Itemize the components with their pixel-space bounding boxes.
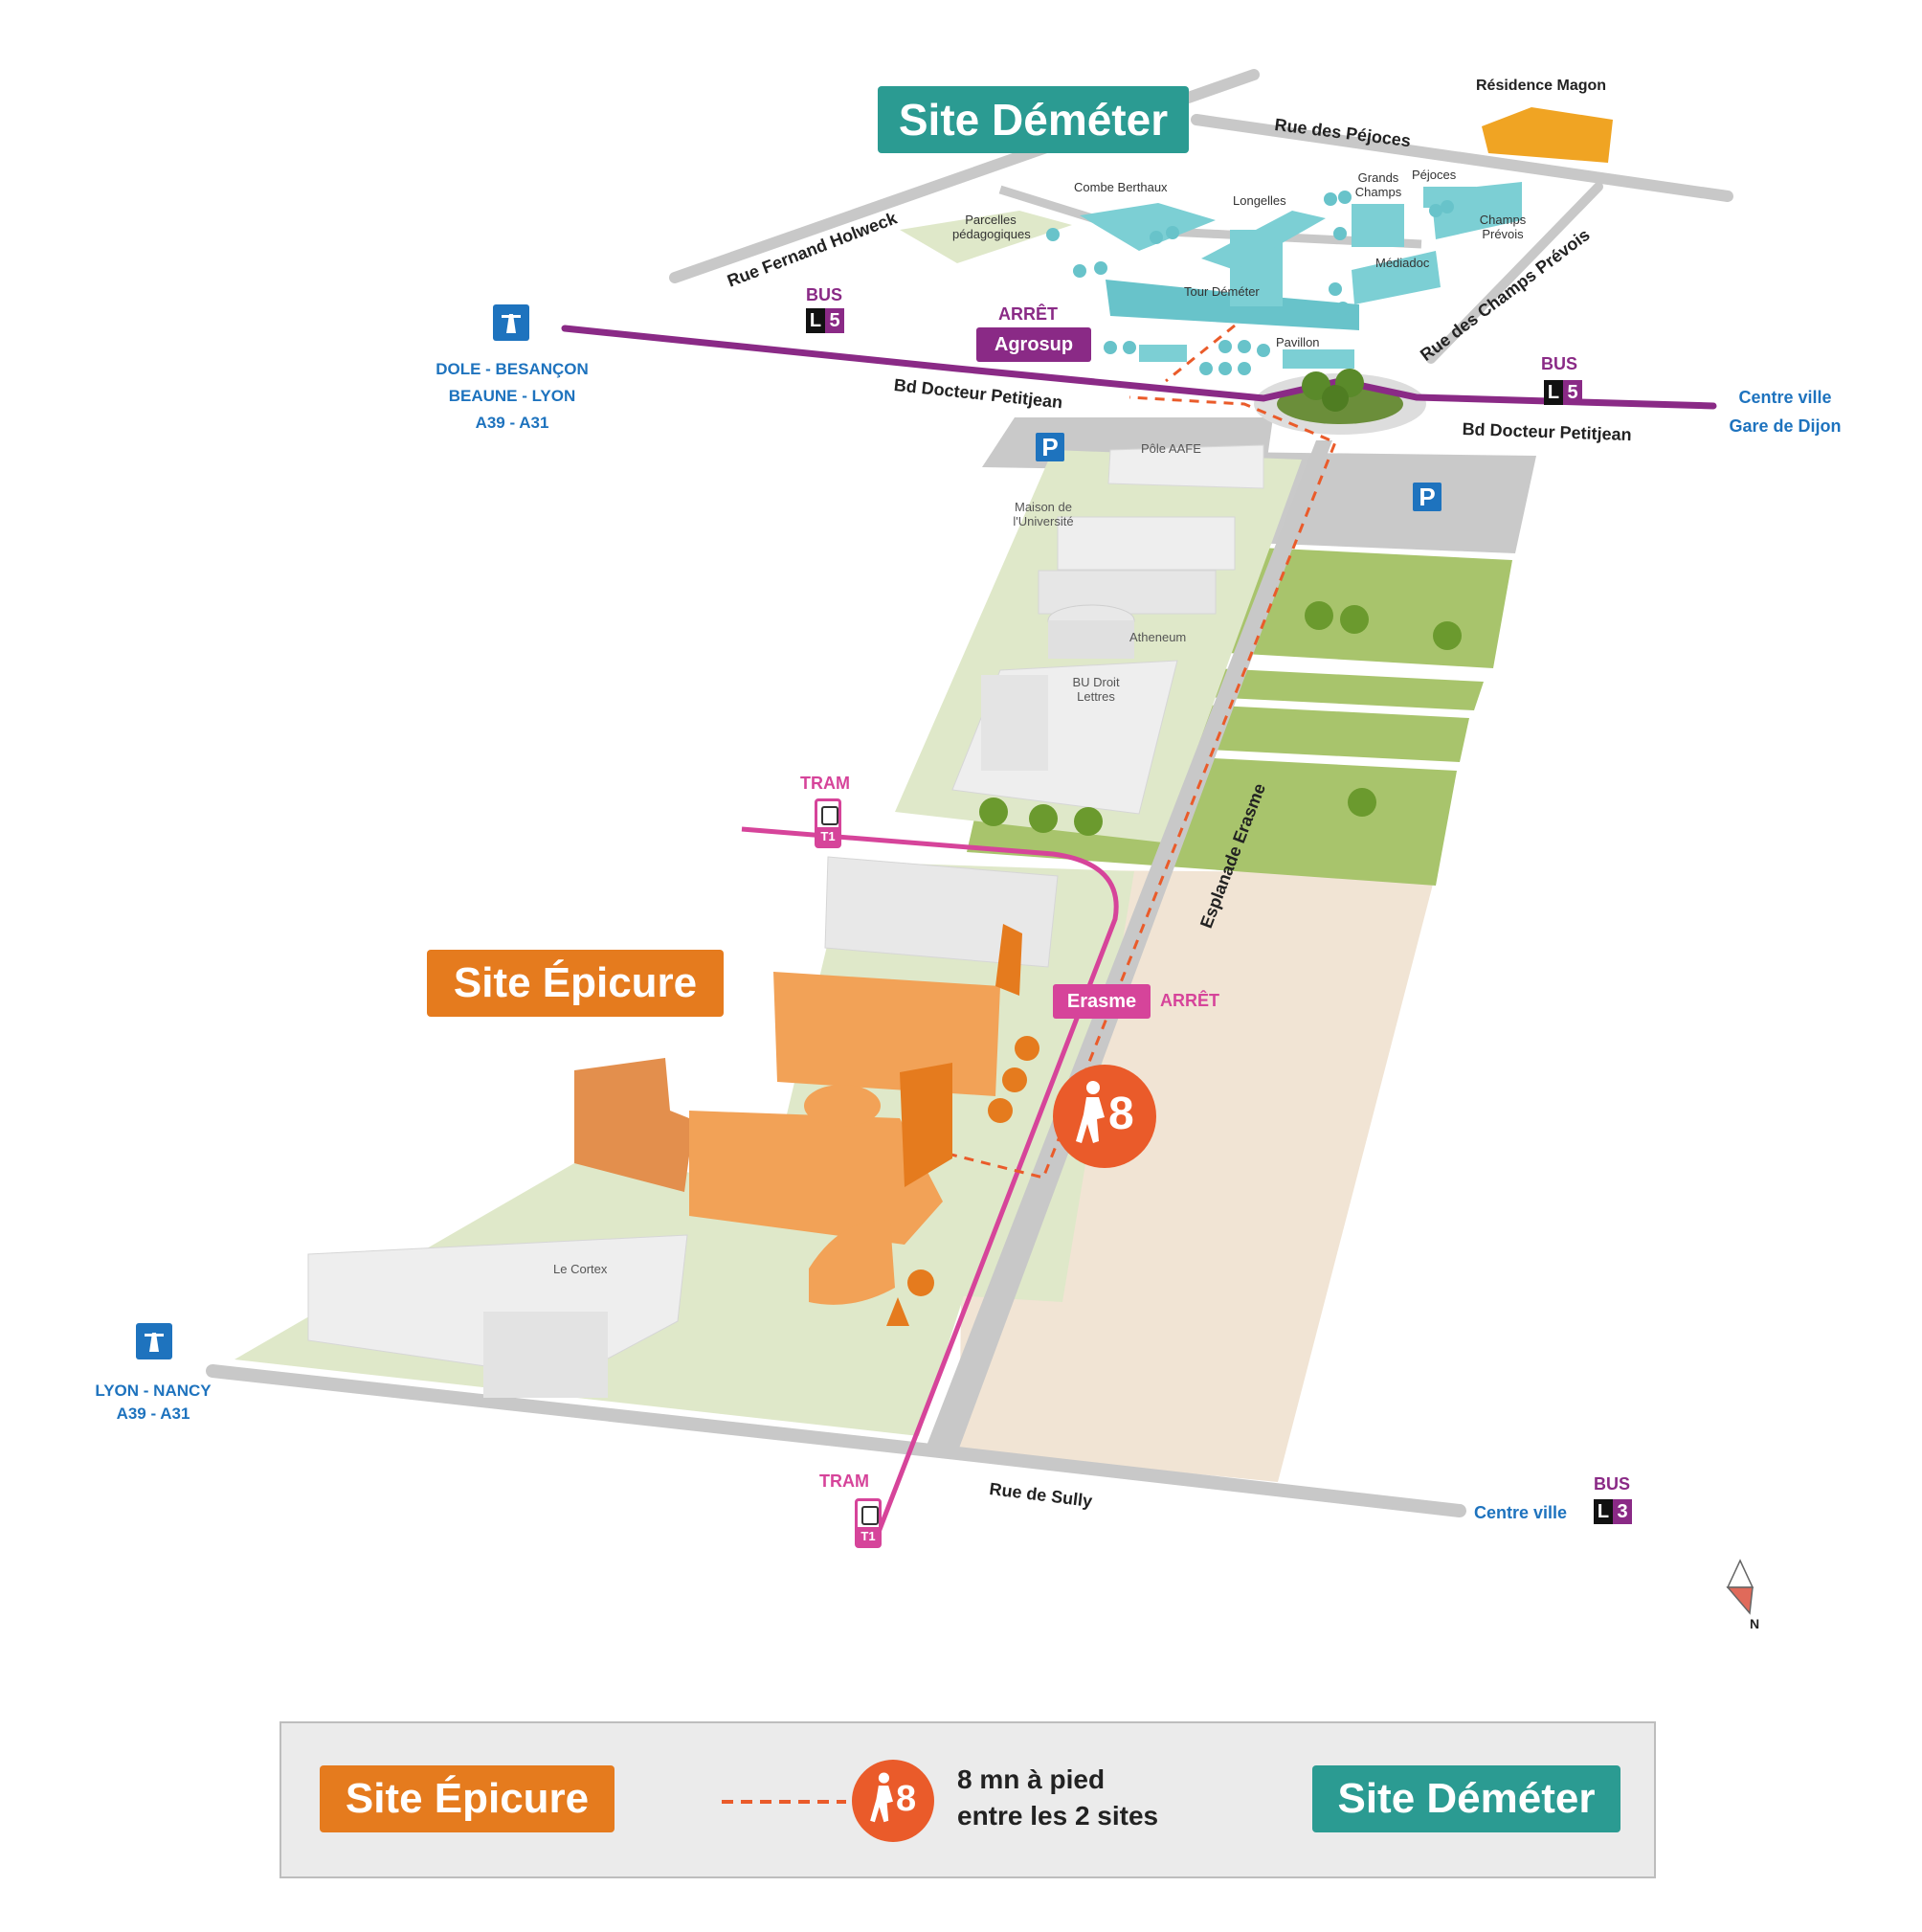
site-epicure-label: Site Épicure <box>427 950 724 1017</box>
building-cortex-wing <box>483 1312 608 1398</box>
legend-demeter: Site Déméter <box>1312 1765 1620 1832</box>
building-maison-universite <box>1057 516 1236 571</box>
motorway-icon <box>493 304 529 341</box>
tram-stop-icon: T1 <box>855 1498 882 1548</box>
label-residence-magon: Résidence Magon <box>1476 78 1607 94</box>
road <box>1426 182 1603 364</box>
legend-walk-dash <box>722 1800 846 1804</box>
tram-icon <box>821 806 838 825</box>
building-atheneum-body <box>1048 620 1134 659</box>
building-grands-champs <box>1352 204 1404 247</box>
legend-walk-badge: 8 <box>852 1760 934 1842</box>
bus-line-5 <box>561 325 1717 410</box>
label-pejoces: Péjoces <box>1412 168 1457 182</box>
building-epicure-d <box>809 1220 895 1305</box>
destination-centre-ville: Centre ville <box>1474 1503 1568 1522</box>
label-maison-universite: Maison de l'Université <box>1013 500 1074 528</box>
walk-time-badge: 8 <box>1053 1065 1156 1168</box>
stop-agrosup: Agrosup <box>976 327 1091 362</box>
label-champs-prevois: Champs Prévois <box>1479 213 1527 241</box>
tram-stop-icon: T1 <box>815 798 841 848</box>
tram-label: TRAM <box>819 1471 869 1491</box>
building-pavillon <box>1283 349 1354 369</box>
building-bu-tower <box>981 675 1048 771</box>
stop-arret-label: ARRÊT <box>1160 991 1219 1010</box>
compass-north-label: N <box>1750 1616 1760 1631</box>
compass <box>1726 1559 1754 1615</box>
building-epicure-a <box>773 972 1000 1096</box>
road <box>206 1364 1466 1517</box>
road <box>1191 114 1733 202</box>
building-top <box>824 856 1059 968</box>
label-atheneum: Atheneum <box>1129 630 1187 644</box>
parking-icon: P <box>1036 433 1064 461</box>
walk-path <box>1165 324 1236 383</box>
tram-icon <box>861 1506 879 1525</box>
tram-line-t1 <box>741 826 1119 1540</box>
label-mediadoc: Médiadoc <box>1375 256 1430 270</box>
building-pole-aafe <box>1107 444 1264 489</box>
label-tour-demeter: Tour Déméter <box>1184 284 1260 299</box>
label-pole-aafe: Pôle AAFE <box>1141 441 1201 456</box>
label-bu: BU Droit Lettres <box>1072 675 1120 704</box>
building-mediadoc <box>1352 251 1441 304</box>
parking-icon: P <box>1413 483 1442 511</box>
site-demeter-label: Site Déméter <box>878 86 1189 153</box>
pedestrian-icon <box>1076 1081 1105 1143</box>
esplanade-erasme <box>927 440 1332 1453</box>
bus-label: BUS <box>1594 1474 1631 1494</box>
label-cortex: Le Cortex <box>553 1262 608 1276</box>
legend-epicure: Site Épicure <box>320 1765 615 1832</box>
trees <box>886 191 1462 1326</box>
bus-label: BUS <box>806 285 843 304</box>
building-epicure-b <box>574 1058 694 1192</box>
building-pejoces <box>1423 187 1476 208</box>
label-parcelles: Parcelles pédagogiques <box>952 213 1031 241</box>
bus-label: BUS <box>1541 354 1578 373</box>
building-epicure-a2 <box>995 924 1022 996</box>
building-combe-berthaux <box>1080 203 1216 251</box>
label-pavillon: Pavillon <box>1276 335 1320 349</box>
stop-erasme: Erasme <box>1053 984 1151 1019</box>
label-longelles: Longelles <box>1233 193 1286 208</box>
building-epicure-c <box>689 1111 943 1245</box>
label-grands-champs: Grands Champs <box>1354 170 1402 199</box>
building-small <box>1139 345 1187 362</box>
pedestrian-icon <box>870 1772 893 1823</box>
label-combe-berthaux: Combe Berthaux <box>1074 180 1168 194</box>
building-block <box>1038 570 1217 615</box>
building-epicure-dome <box>804 1085 881 1127</box>
parcelles-field <box>900 211 1072 263</box>
building-epicure-c2 <box>900 1063 952 1187</box>
building-longelles <box>1201 211 1326 270</box>
tram-label: TRAM <box>800 774 850 793</box>
stop-arret-label: ARRÊT <box>998 304 1058 324</box>
building-residence-magon <box>1482 107 1613 163</box>
motorway-icon <box>136 1323 172 1359</box>
